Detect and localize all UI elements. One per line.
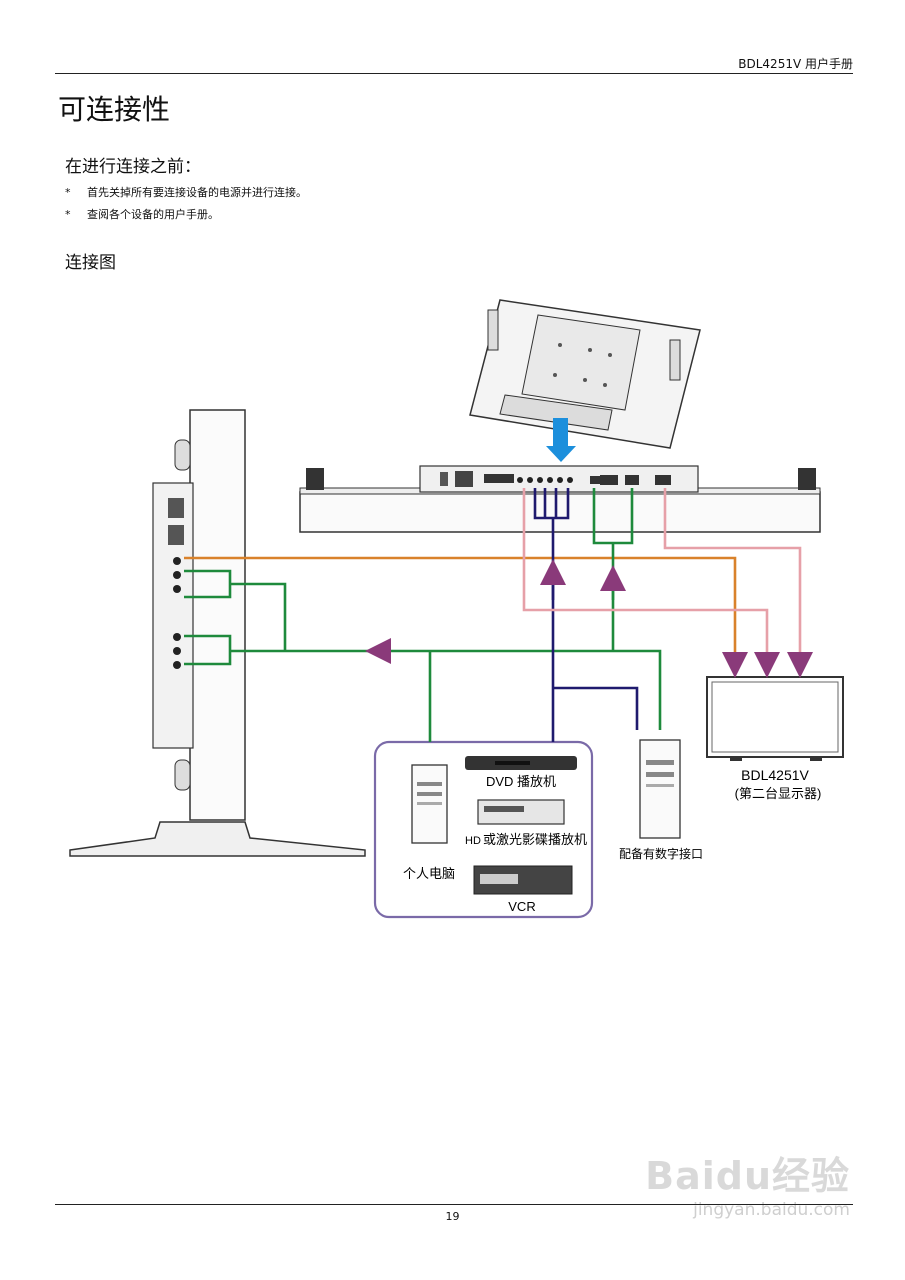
document-header-title: BDL4251V 用户手册 (738, 57, 853, 71)
monitor-side-view (69, 409, 366, 857)
second-display (706, 676, 844, 761)
second-display-note: (第二台显示器) (735, 786, 822, 801)
baidu-watermark: Baidu经验 jingyan.baidu.com (645, 1145, 850, 1220)
footer-rule (55, 1204, 853, 1205)
bullet-item: * 首先关掉所有要连接设备的电源并进行连接。 (65, 184, 307, 200)
digital-pc-label: 配备有数字接口 (619, 846, 703, 861)
watermark-url: jingyan.baidu.com (693, 1200, 850, 1220)
pc-label: 个人电脑 (403, 866, 455, 881)
digital-pc-icon (639, 739, 681, 839)
page-title: 可连接性 (58, 93, 171, 126)
second-display-model: BDL4251V (741, 767, 809, 783)
header-rule (55, 73, 853, 74)
cables (184, 488, 813, 742)
before-connection-heading: 在进行连接之前： (65, 157, 201, 177)
source-devices-box (373, 740, 594, 919)
hd-player-icon (477, 799, 565, 825)
bullet-marker: * (65, 208, 71, 221)
dvd-label: DVD 播放机 (486, 774, 556, 789)
watermark-brand: Baidu经验 (645, 1154, 850, 1198)
monitor-bottom-view (299, 465, 821, 533)
pc-tower-icon (411, 764, 448, 844)
bullet-text: 查阅各个设备的用户手册。 (87, 208, 219, 221)
dvd-player-icon (465, 756, 577, 770)
vcr-icon (473, 865, 573, 895)
hd-prefix-label: HD (465, 835, 481, 847)
bullet-item: * 查阅各个设备的用户手册。 (65, 206, 219, 222)
hd-player-label: 或激光影碟播放机 (483, 832, 587, 847)
page-number: 19 (445, 1210, 460, 1223)
bullet-marker: * (65, 186, 71, 199)
monitor-back-view (469, 299, 701, 449)
blue-down-arrow (546, 418, 576, 462)
diagram-heading: 连接图 (65, 253, 116, 273)
vcr-label: VCR (508, 899, 535, 914)
bullet-text: 首先关掉所有要连接设备的电源并进行连接。 (87, 186, 307, 199)
